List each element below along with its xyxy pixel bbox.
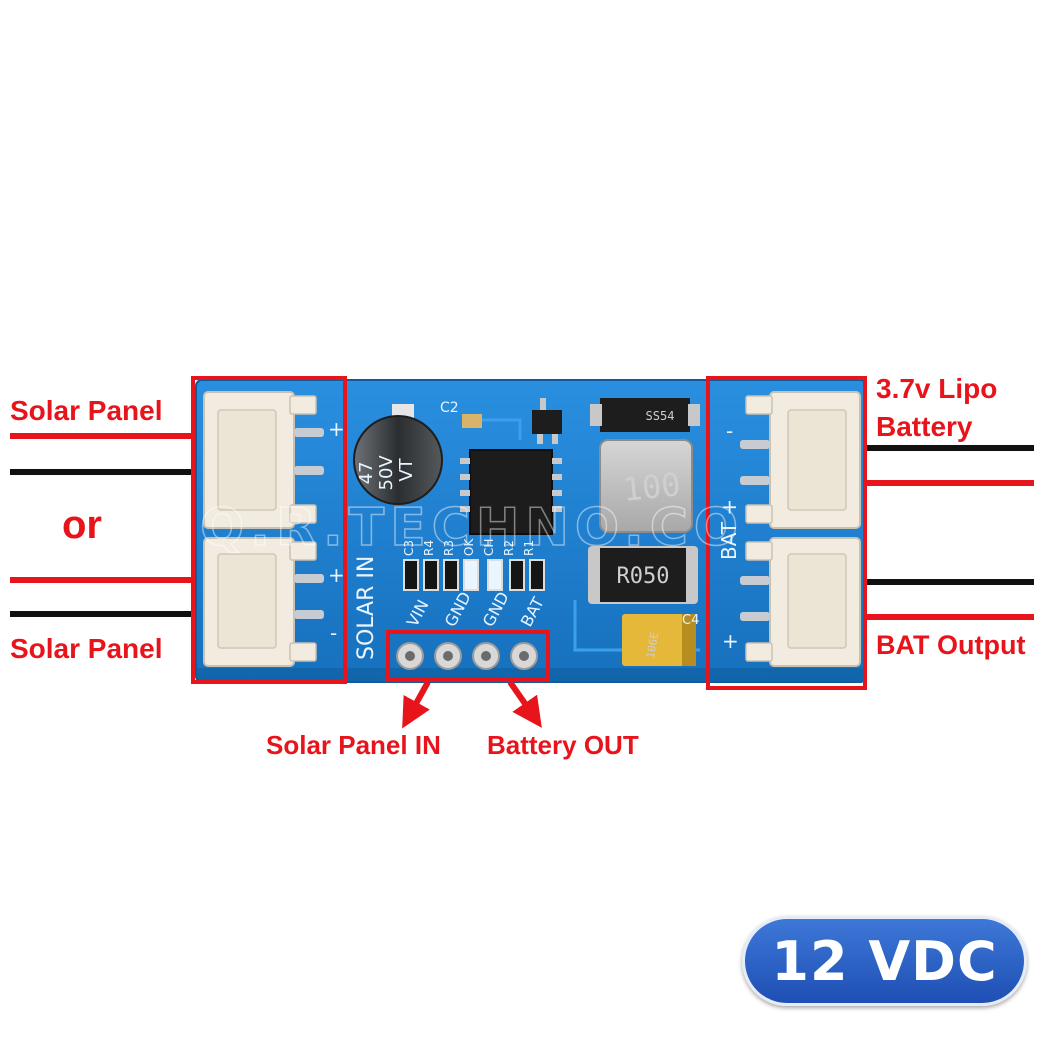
c2-label: C2 — [440, 400, 459, 416]
shunt-resistor: R050 — [588, 546, 698, 604]
watermark: Q.R.TECHNO.CO — [200, 498, 744, 558]
label-or: or — [62, 503, 102, 547]
jst-connector-top-right — [740, 391, 861, 529]
charger-ic — [460, 449, 562, 535]
tantalum-marking: 106E — [644, 631, 661, 659]
shunt-marking: R050 — [617, 564, 670, 589]
left-wires — [10, 433, 206, 617]
resistor-label-r3: R3 — [442, 540, 456, 556]
solar-in-silkscreen: SOLAR IN — [354, 556, 379, 660]
polarity-marks: + + - - + — [328, 417, 739, 653]
header-pin-hole — [443, 651, 453, 661]
voltage-badge-text: 12 VDC — [771, 929, 998, 993]
label-battery-out: Battery OUT — [487, 730, 639, 760]
jst-connector-bottom-right — [740, 537, 861, 667]
c4-label: C4 — [682, 613, 699, 628]
c3-label: C3 — [402, 540, 416, 556]
voltage-badge: 12 VDC — [742, 916, 1027, 1006]
minus-mark: - — [726, 419, 733, 443]
tantalum-capacitor: 106E C4 — [622, 613, 699, 666]
header-pin-hole — [405, 651, 415, 661]
minus-mark: - — [330, 621, 337, 645]
jst-connector-bottom-left — [203, 537, 324, 667]
header-pin-hole — [519, 651, 529, 661]
header-pin-hole — [481, 651, 491, 661]
plus-mark: + — [328, 563, 345, 587]
ss54-label: SS54 — [646, 409, 675, 423]
label-solar-panel-bottom: Solar Panel — [10, 633, 163, 664]
battery-highlight-box — [706, 376, 867, 690]
resistor-label-ok: OK — [462, 538, 476, 556]
resistor-label-r1: R1 — [522, 540, 536, 556]
header-highlight-box — [386, 630, 550, 682]
label-solar-panel-in: Solar Panel IN — [266, 730, 441, 760]
solar-input-highlight-box — [191, 376, 347, 684]
sot23-transistor — [532, 398, 562, 444]
arrow-solar-panel-in — [402, 680, 431, 729]
label-lipo-line2: Battery — [876, 411, 973, 442]
inductor-marking: 100 — [621, 465, 682, 509]
electrolytic-capacitor: 47 50V VT — [353, 404, 443, 505]
plus-mark: + — [328, 417, 345, 441]
arrow-battery-out — [507, 680, 542, 728]
label-lipo-line1: 3.7v Lipo — [876, 373, 997, 404]
jst-connector-top-left — [203, 391, 324, 529]
resistor-row: C3 R4 R3 OK CH R2 R1 — [402, 538, 545, 591]
bat-plus-silkscreen: BAT + — [717, 499, 741, 560]
power-inductor: 100 — [599, 439, 693, 533]
callout-arrows — [402, 680, 542, 729]
right-wires — [858, 445, 1034, 620]
label-solar-panel-top: Solar Panel — [10, 395, 163, 426]
plus-mark: + — [722, 629, 739, 653]
smd-c2: C2 — [440, 400, 482, 428]
resistor-labels: R4 R3 OK CH R2 R1 — [422, 538, 536, 556]
smd-resistors — [403, 559, 545, 591]
capacitor-marking: 47 50V VT — [356, 450, 417, 491]
resistor-label-ch: CH — [482, 539, 496, 556]
resistor-label-r2: R2 — [502, 540, 516, 556]
resistor-label-r4: R4 — [422, 540, 436, 556]
ss54-diode: SS54 — [590, 398, 700, 432]
label-bat-output: BAT Output — [876, 630, 1025, 660]
